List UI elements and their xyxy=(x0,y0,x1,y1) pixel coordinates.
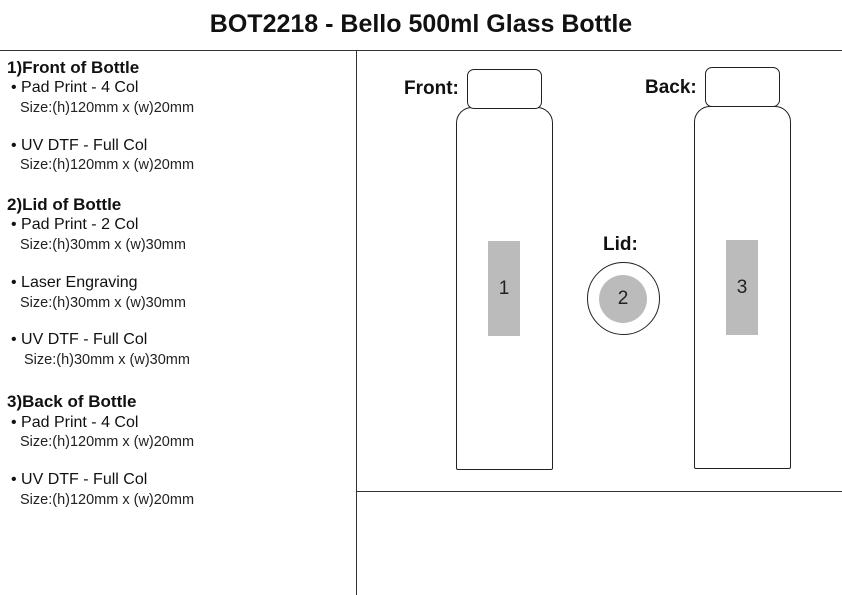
print-area-2: 2 xyxy=(599,275,647,323)
front-label: Front: xyxy=(404,78,459,99)
list-item: • Pad Print - 4 Col xyxy=(11,414,139,431)
back-bottle-cap xyxy=(705,67,780,107)
divider xyxy=(356,491,842,492)
section-heading: 1)Front of Bottle xyxy=(7,58,140,77)
list-item: • UV DTF - Full Col xyxy=(11,331,148,348)
list-item: • UV DTF - Full Col xyxy=(11,471,148,488)
size-text: Size:(h)120mm x (w)20mm xyxy=(20,157,195,173)
size-text: Size:(h)30mm x (w)30mm xyxy=(20,237,186,253)
print-area-3: 3 xyxy=(726,240,758,335)
size-text: Size:(h)120mm x (w)20mm xyxy=(20,492,195,508)
page-title: BOT2218 - Bello 500ml Glass Bottle xyxy=(209,10,633,38)
size-text: Size:(h)30mm x (w)30mm xyxy=(20,295,186,311)
list-item: • Pad Print - 4 Col xyxy=(11,79,139,96)
list-item: • Laser Engraving xyxy=(11,274,138,291)
list-item: • UV DTF - Full Col xyxy=(11,137,148,154)
section-heading: 3)Back of Bottle xyxy=(7,392,137,411)
size-text: Size:(h)120mm x (w)20mm xyxy=(20,100,195,116)
section-heading: 2)Lid of Bottle xyxy=(7,195,122,214)
lid-label: Lid: xyxy=(603,234,638,255)
divider xyxy=(356,50,357,595)
size-text: Size:(h)30mm x (w)30mm xyxy=(24,352,190,368)
print-area-1: 1 xyxy=(488,241,520,336)
lid-circle xyxy=(587,262,660,335)
divider xyxy=(0,50,842,51)
front-bottle-cap xyxy=(467,69,542,109)
back-label: Back: xyxy=(645,77,697,98)
list-item: • Pad Print - 2 Col xyxy=(11,216,139,233)
size-text: Size:(h)120mm x (w)20mm xyxy=(20,434,195,450)
